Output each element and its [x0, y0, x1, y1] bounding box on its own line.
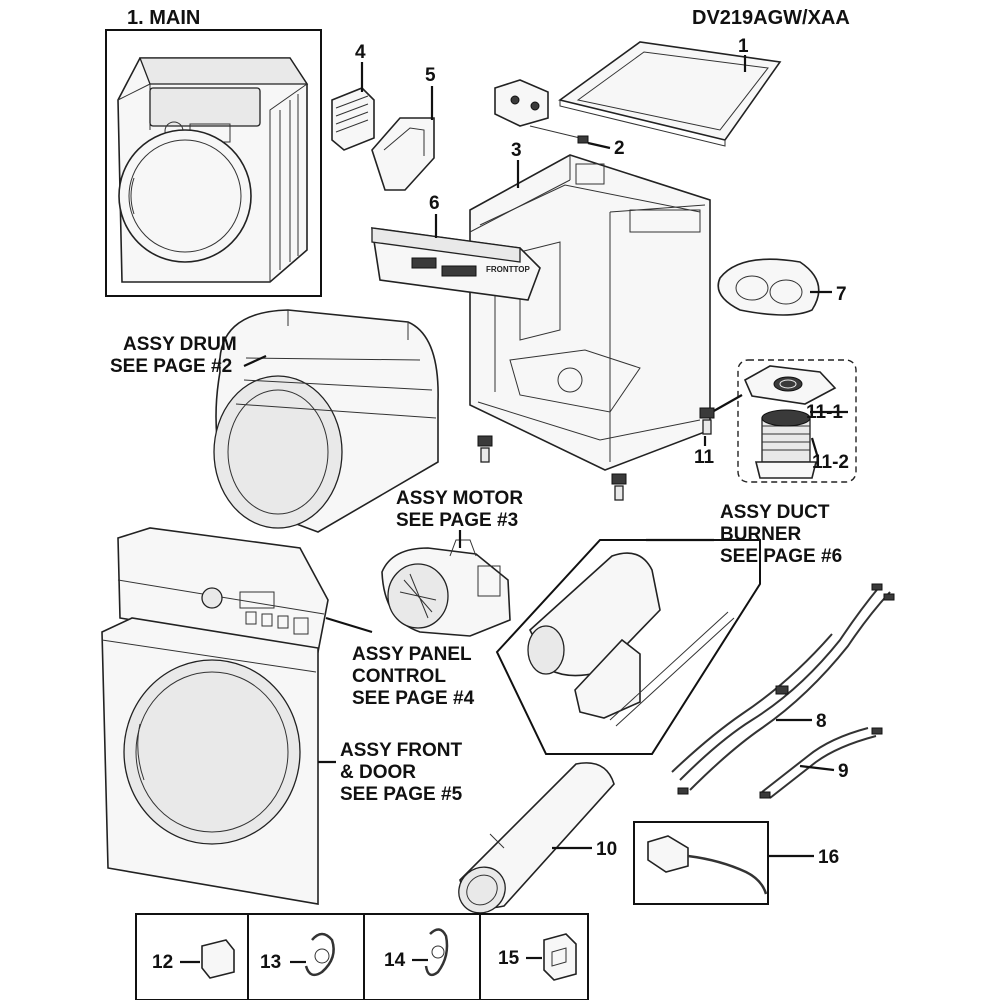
assy-drum-line-2: SEE PAGE #2 [110, 356, 232, 377]
assy-front-line-3: SEE PAGE #5 [340, 784, 463, 805]
part-13-cable-clamp [304, 932, 335, 977]
top-bracket-part [494, 79, 549, 127]
power-cord-part [633, 821, 769, 905]
foot-left-part [477, 435, 493, 463]
drum-assembly [213, 309, 439, 533]
assembled-dryer-overview [105, 29, 322, 297]
part-12-clip [201, 939, 235, 979]
cabinet-part [469, 154, 711, 471]
callout-4: 4 [355, 42, 366, 63]
clip-part [577, 135, 589, 144]
callout-1: 1 [738, 36, 749, 57]
callout-6: 6 [429, 193, 440, 214]
model-number: DV219AGW/XAA [692, 7, 850, 29]
callout-7: 7 [836, 284, 847, 305]
assy-drum-line-1: ASSY DRUM [123, 334, 237, 355]
filter-part [331, 87, 375, 151]
callout-14: 14 [384, 950, 406, 971]
callout-11: 11 [694, 447, 715, 468]
callout-12: 12 [152, 952, 173, 973]
callout-13: 13 [260, 952, 281, 973]
assy-duct-line-3: SEE PAGE #6 [720, 546, 842, 567]
bottom-parts-row [135, 913, 589, 1000]
callout-2: 2 [614, 138, 625, 159]
cabinet-foot-part [699, 407, 715, 435]
assy-panel-line-1: ASSY PANEL [352, 644, 472, 665]
foot-front-part [611, 473, 627, 501]
assy-front-line-1: ASSY FRONT [340, 740, 463, 761]
section-title: 1. MAIN [127, 7, 200, 29]
assy-panel-line-3: SEE PAGE #4 [352, 688, 475, 709]
motor-assembly [381, 539, 511, 637]
assy-motor-line-2: SEE PAGE #3 [396, 510, 518, 531]
control-panel-assembly [117, 527, 329, 653]
wire-part [759, 727, 883, 799]
duct-burner-assembly [495, 539, 761, 755]
assy-duct-line-2: BURNER [720, 524, 802, 545]
assy-duct-line-1: ASSY DUCT [720, 502, 830, 523]
callout-16: 16 [818, 847, 839, 868]
callout-11-2: 11-2 [812, 452, 849, 473]
assy-panel-line-2: CONTROL [352, 666, 446, 687]
callout-3: 3 [511, 140, 522, 161]
front-door-assembly [101, 617, 319, 905]
part-14-cable-clamp [424, 928, 449, 977]
callout-9: 9 [838, 761, 849, 782]
wire-harness-part [671, 583, 895, 795]
control-bracket-part: FRONTTOP [371, 227, 541, 301]
leveling-foot-detail [737, 359, 857, 483]
part-15-holder [543, 933, 577, 981]
top-cover-part [558, 41, 782, 147]
assy-motor-line-1: ASSY MOTOR [396, 488, 523, 509]
callout-8: 8 [816, 711, 827, 732]
rear-gasket-part [717, 258, 820, 316]
callout-11-1: 11-1 [806, 402, 843, 423]
exhaust-duct-part [458, 762, 615, 914]
mount-bracket-part [371, 117, 435, 191]
callout-5: 5 [425, 65, 436, 86]
assy-front-line-2: & DOOR [340, 762, 416, 783]
callout-15: 15 [498, 948, 520, 969]
brand-plate-text: FRONTTOP [486, 265, 531, 274]
callout-10: 10 [596, 839, 617, 860]
